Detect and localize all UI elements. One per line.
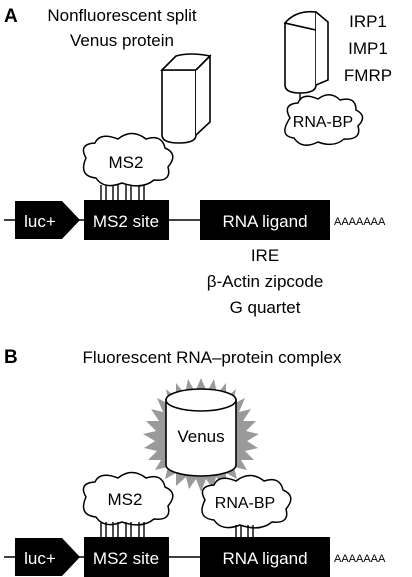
rbp-name-fmrp: FMRP — [344, 66, 392, 85]
venus-cylinder: Venus — [165, 388, 237, 477]
rna-construct-b: luc+ MS2 site RNA ligand AAAAAAA — [4, 537, 386, 577]
split-venus-caption-line2: Venus protein — [70, 31, 174, 50]
split-venus-fragment-ms2 — [160, 53, 212, 144]
split-venus-caption-line1: Nonfluorescent split — [47, 6, 197, 25]
ms2-stem-loops-a — [100, 185, 145, 200]
rna-bp-label-a: RNA-BP — [293, 114, 353, 131]
ms2-site-label-b: MS2 site — [93, 549, 159, 568]
polya-tail-b: AAAAAAA — [334, 553, 386, 565]
rna-ligand-label-a: RNA ligand — [222, 212, 307, 231]
rbp-name-imp1: IMP1 — [348, 39, 388, 58]
luc-arrow-b — [15, 538, 80, 576]
ligand-beta-actin-zipcode: β-Actin zipcode — [207, 272, 324, 291]
ms2-site-box-a — [84, 200, 169, 240]
rna-ligand-box-b — [200, 537, 330, 577]
ms2-site-box-b — [84, 537, 169, 577]
ligand-g-quartet: G quartet — [230, 298, 301, 317]
ms2-site-label-a: MS2 site — [93, 212, 159, 231]
luc-arrow-a — [15, 201, 80, 239]
panel-a: A Nonfluorescent split Venus protein IRP… — [4, 6, 392, 317]
ms2-label-b: MS2 — [108, 490, 143, 509]
polya-tail-a: AAAAAAA — [334, 216, 386, 228]
ms2-stem-loops-b — [100, 522, 145, 537]
rna-construct-a: luc+ MS2 site RNA ligand AAAAAAA — [4, 200, 386, 240]
ms2-cloud-b: MS2 — [82, 471, 174, 526]
luc-label-a: luc+ — [24, 212, 56, 231]
panel-a-letter: A — [4, 6, 18, 27]
panel-b-title: Fluorescent RNA–protein complex — [83, 348, 342, 367]
rna-ligand-box-a — [200, 200, 330, 240]
panel-b-letter: B — [4, 347, 18, 368]
panel-b: B Fluorescent RNA–protein complex Venus … — [4, 347, 386, 577]
rbp-name-irp1: IRP1 — [349, 12, 387, 31]
rna-bp-contacts-b — [235, 525, 254, 537]
ms2-cloud-a: MS2 — [82, 132, 174, 187]
rna-bp-label-b: RNA-BP — [215, 495, 275, 512]
venus-label: Venus — [177, 427, 224, 446]
luc-label-b: luc+ — [24, 549, 56, 568]
split-venus-fragment-rnabp — [283, 10, 329, 94]
ligand-ire: IRE — [251, 246, 279, 265]
rna-bp-cloud-a: RNA-BP — [284, 94, 364, 146]
rna-ligand-label-b: RNA ligand — [222, 549, 307, 568]
rna-bp-cloud-b: RNA-BP — [201, 474, 292, 529]
ms2-label-a: MS2 — [109, 153, 144, 172]
